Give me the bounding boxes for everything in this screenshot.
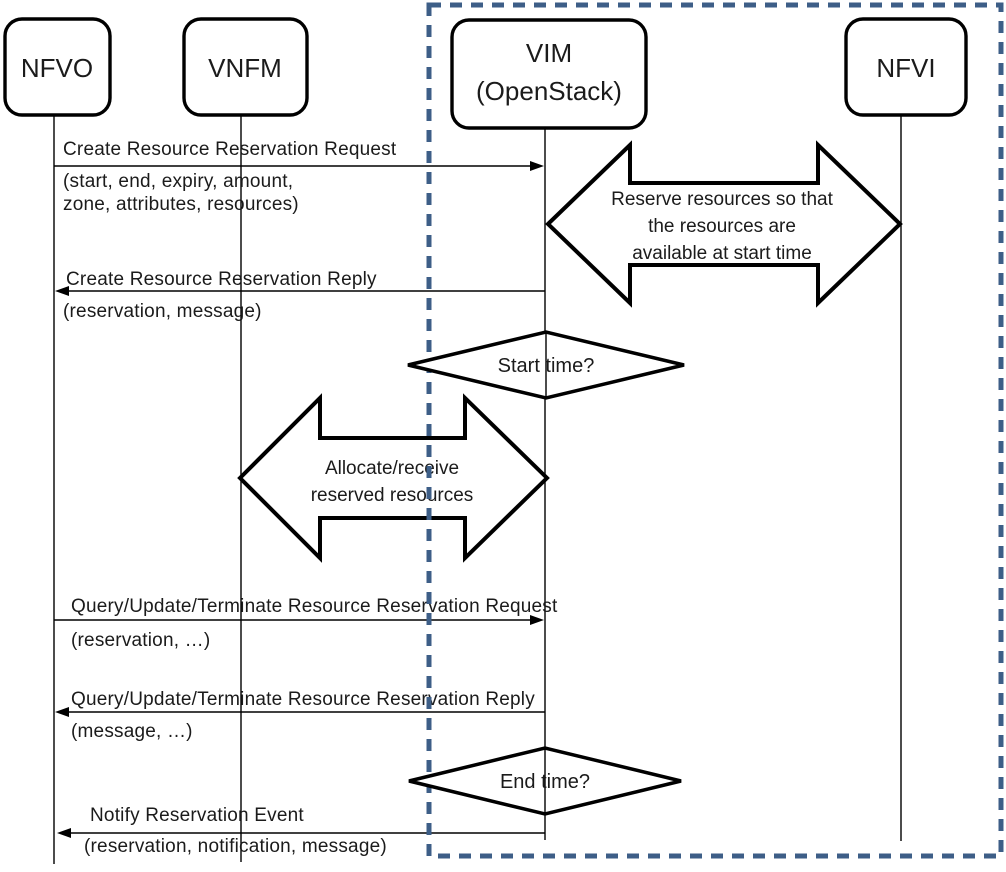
actor-label-vim: VIM [526, 38, 572, 68]
actor-sublabel-vim: (OpenStack) [476, 76, 622, 106]
label-create-reply-param1: (reservation, message) [63, 301, 262, 322]
label-notify-param1: (reservation, notification, message) [84, 836, 387, 857]
label-start-condition: Start time? [498, 355, 595, 377]
arrowhead-notify [57, 828, 71, 838]
label-reserve-line1: Reserve resources so that [611, 189, 833, 210]
actor-box-nfvi [844, 17, 968, 117]
scope-boundary [426, 2, 1004, 859]
label-reserve-line3: available at start time [632, 243, 812, 264]
arrowhead-create-reply [55, 286, 69, 296]
label-query-reply-title: Query/Update/Terminate Resource Reservat… [71, 689, 535, 710]
actor-box-vnfm [182, 17, 309, 117]
label-allocate-line1: Allocate/receive [325, 458, 459, 479]
label-create-request-param1: (start, end, expiry, amount, [63, 171, 293, 192]
label-create-reply-title: Create Resource Reservation Reply [66, 269, 377, 290]
label-allocate-line2: reserved resources [311, 485, 474, 506]
arrowhead-query-request [530, 615, 544, 625]
label-notify-title: Notify Reservation Event [90, 805, 304, 826]
actor-label-vnfm: VNFM [208, 53, 282, 83]
label-query-request-title: Query/Update/Terminate Resource Reservat… [71, 596, 558, 617]
arrowhead-create-request [530, 161, 544, 171]
label-end-condition: End time? [500, 771, 590, 793]
arrowhead-query-reply [55, 707, 69, 717]
actor-label-nfvi: NFVI [876, 53, 935, 83]
label-query-request-param1: (reservation, …) [71, 630, 210, 651]
double-arrow-reserve [545, 140, 903, 308]
double-arrow-allocate [237, 393, 550, 563]
label-create-request-title: Create Resource Reservation Request [63, 139, 397, 160]
label-create-request-param2: zone, attributes, resources) [63, 194, 299, 215]
label-reserve-line2: the resources are [648, 216, 796, 237]
actor-box-nfvo [3, 17, 112, 117]
actor-box-vim [450, 18, 648, 130]
label-query-reply-param1: (message, …) [71, 721, 193, 742]
actor-label-nfvo: NFVO [21, 53, 93, 83]
